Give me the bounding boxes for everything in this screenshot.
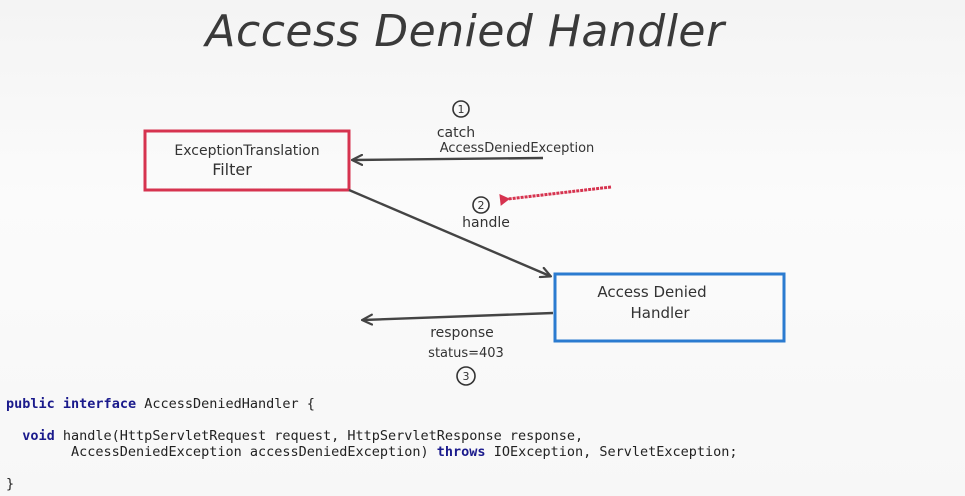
code-snippet: public interface AccessDeniedHandler { v… [6,396,738,492]
catch-exception-label: AccessDeniedException [440,141,595,156]
step-2-number: 2 [478,199,485,212]
slide-title: Access Denied Handler [205,6,725,57]
code-interface-name: AccessDeniedHandler { [136,396,315,412]
code-method-params: AccessDeniedException accessDeniedExcept… [6,444,437,460]
code-keyword-throws: throws [436,444,486,460]
code-method-signature: handle(HttpServletRequest request, HttpS… [54,428,584,444]
access-denied-handler-node: Access Denied Handler [553,272,786,343]
step-response: response status=403 3 [363,311,554,386]
filter-label-line2: Filter [212,160,252,179]
step-handle: 2 handle [348,185,612,276]
handle-label: handle [462,215,510,231]
status-label: status=403 [428,346,504,361]
handler-label-line1: Access Denied [597,283,706,301]
step-catch: 1 catch AccessDeniedException [353,100,595,160]
step-1-number: 1 [458,103,465,116]
code-keyword-interface: interface [62,396,137,412]
code-exceptions: IOException, ServletException; [485,444,738,460]
catch-label: catch [437,125,475,141]
step-3-number: 3 [463,370,470,383]
red-pointer-arrow [499,185,612,206]
filter-label-line1: ExceptionTranslation [174,143,319,159]
code-closing-brace: } [6,476,15,492]
handler-label-line2: Handler [630,304,690,322]
code-keyword-void: void [22,428,55,444]
code-keyword-public: public [6,396,55,412]
exception-translation-filter-node: ExceptionTranslation Filter [143,129,351,192]
response-label: response [430,325,494,341]
